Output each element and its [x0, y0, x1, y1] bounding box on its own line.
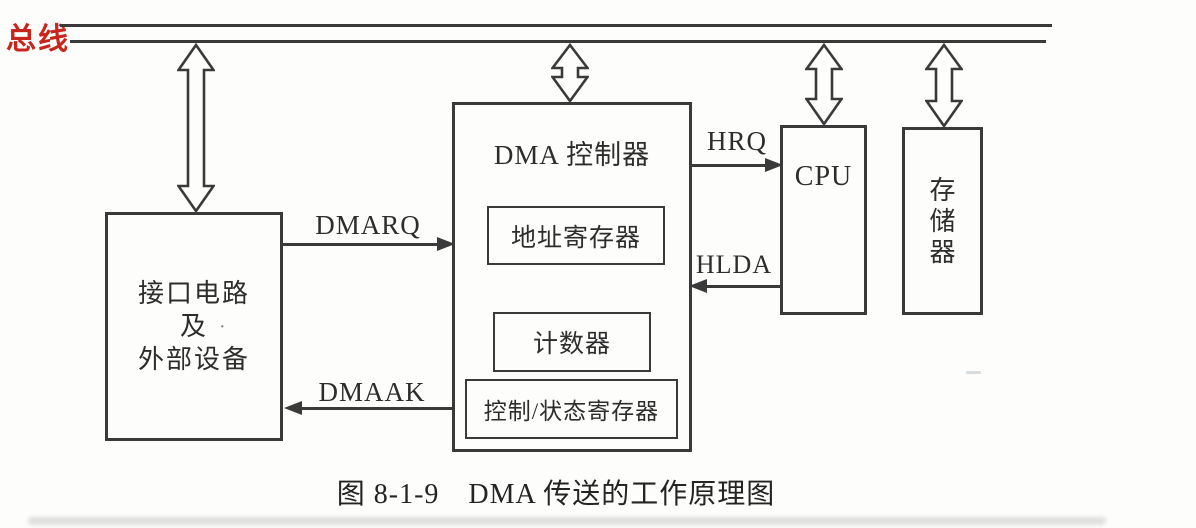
dmaak-label: DMAAK [318, 377, 426, 407]
interface-device-box: 接口电路 及 外部设备 [105, 212, 283, 441]
memory-char-3: 器 [929, 237, 956, 267]
dmaak-arrow [284, 401, 453, 415]
hlda-arrow [689, 279, 781, 293]
hlda-label: HLDA [695, 250, 773, 279]
scan-artifact-bottom-smudge [28, 517, 1106, 525]
memory-box: 存 储 器 [902, 127, 983, 315]
bus-double-arrow-memory [925, 43, 963, 128]
bus-double-arrow-interface [177, 43, 215, 213]
dmarq-arrow-shaft [283, 243, 444, 246]
cpu-box: CPU [780, 125, 867, 315]
bus-double-arrow-dma [551, 43, 589, 103]
hlda-arrowhead-icon [689, 279, 707, 293]
counter-label: 计数器 [532, 331, 611, 358]
figure-caption: 图 8-1-9 DMA 传送的工作原理图 [336, 479, 776, 510]
dmaak-arrowhead-icon [284, 401, 302, 415]
address-register-box: 地址寄存器 [487, 206, 665, 265]
address-register-label: 地址寄存器 [510, 224, 641, 252]
ink-speck: · [219, 316, 226, 338]
hrq-arrowhead-icon [765, 158, 783, 172]
hrq-arrow-shaft [691, 164, 772, 167]
dmarq-label: DMARQ [315, 210, 421, 240]
interface-box-line2: 及 [179, 312, 208, 341]
bus-line-top [60, 24, 1052, 27]
interface-box-line1: 接口电路 [137, 279, 250, 308]
memory-char-1: 存 [929, 175, 956, 205]
control-status-register-label: 控制/状态寄存器 [483, 399, 660, 424]
bus-line-bottom [70, 40, 1046, 43]
hlda-arrow-shaft [700, 285, 781, 288]
dmaak-arrow-shaft [295, 407, 453, 410]
dmarq-arrowhead-icon [437, 237, 455, 251]
hrq-arrow [691, 158, 783, 172]
interface-box-line3: 外部设备 [137, 345, 250, 374]
bus-double-arrow-cpu [805, 43, 843, 126]
cpu-label: CPU [794, 161, 853, 192]
dmarq-arrow [283, 237, 455, 251]
counter-box: 计数器 [493, 312, 651, 372]
dma-controller-title: DMA 控制器 [493, 140, 651, 170]
scan-artifact-dash [966, 371, 981, 374]
hrq-label: HRQ [706, 126, 767, 156]
bus-label: 总线 [6, 23, 70, 56]
control-status-register-box: 控制/状态寄存器 [465, 379, 678, 439]
memory-char-2: 储 [929, 206, 956, 236]
dma-controller-box: DMA 控制器 地址寄存器 计数器 控制/状态寄存器 [452, 102, 692, 452]
